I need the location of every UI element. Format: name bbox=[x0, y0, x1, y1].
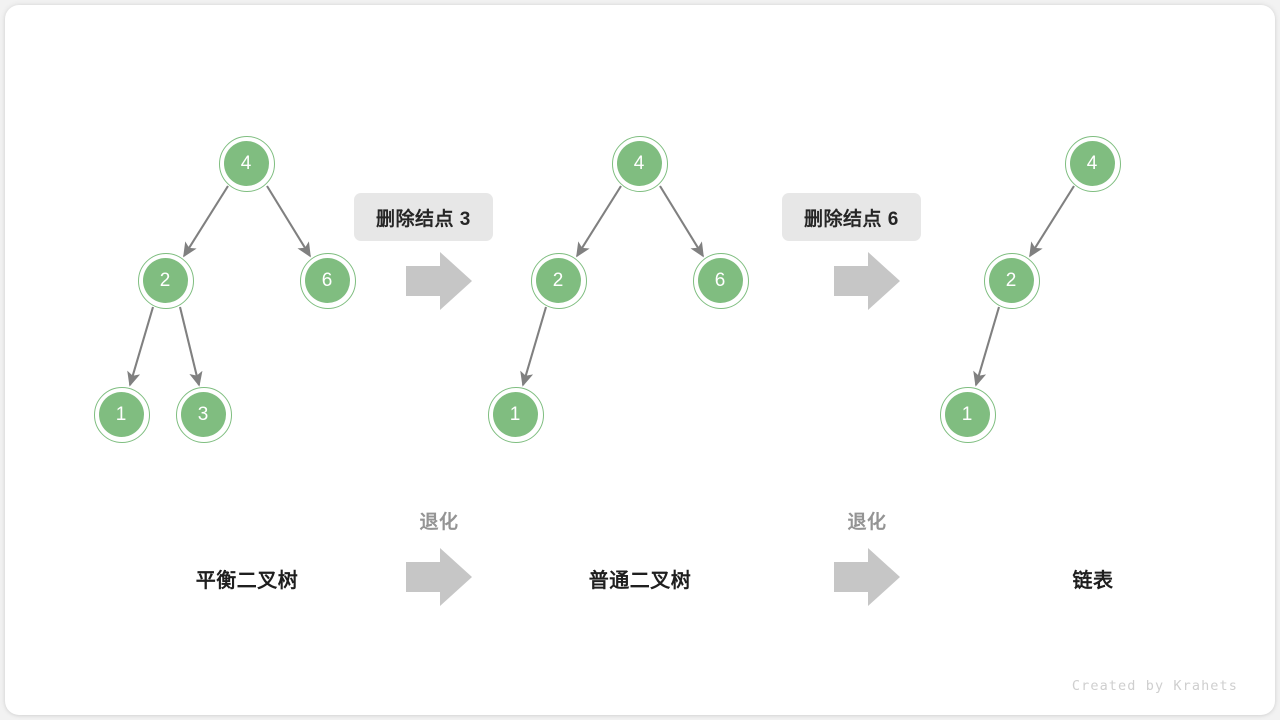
tree-node[interactable]: 6 bbox=[693, 253, 749, 309]
caption-ordinary-tree: 普通二叉树 bbox=[588, 570, 692, 592]
transition-label-2: 退化 bbox=[847, 512, 887, 533]
figure-card bbox=[5, 5, 1275, 715]
tree-node[interactable]: 3 bbox=[176, 387, 232, 443]
tree-node-value: 4 bbox=[223, 140, 269, 186]
tree-node-value: 4 bbox=[616, 140, 662, 186]
tree-node[interactable]: 1 bbox=[940, 387, 996, 443]
tree-node[interactable]: 1 bbox=[488, 387, 544, 443]
tree-node[interactable]: 2 bbox=[531, 253, 587, 309]
tree-node[interactable]: 2 bbox=[984, 253, 1040, 309]
tree-node-value: 1 bbox=[944, 391, 990, 437]
step-chip-delete-6: 删除结点 6 bbox=[782, 193, 921, 241]
tree-node-value: 1 bbox=[98, 391, 144, 437]
tree-node-value: 2 bbox=[535, 257, 581, 303]
tree-node[interactable]: 4 bbox=[219, 136, 275, 192]
tree-node[interactable]: 1 bbox=[94, 387, 150, 443]
caption-linked-list: 链表 bbox=[1072, 570, 1114, 592]
tree-node-value: 6 bbox=[304, 257, 350, 303]
watermark-credit: Created by Krahets bbox=[1071, 678, 1238, 694]
tree-node[interactable]: 6 bbox=[300, 253, 356, 309]
tree-node-value: 3 bbox=[180, 391, 226, 437]
tree-node-value: 1 bbox=[492, 391, 538, 437]
caption-balanced-tree: 平衡二叉树 bbox=[195, 570, 299, 592]
tree-node-value: 4 bbox=[1069, 140, 1115, 186]
tree-node[interactable]: 4 bbox=[612, 136, 668, 192]
tree-node-value: 6 bbox=[697, 257, 743, 303]
tree-node-value: 2 bbox=[142, 257, 188, 303]
tree-node-value: 2 bbox=[988, 257, 1034, 303]
step-chip-delete-3: 删除结点 3 bbox=[354, 193, 493, 241]
tree-node[interactable]: 4 bbox=[1065, 136, 1121, 192]
transition-label-1: 退化 bbox=[419, 512, 459, 533]
tree-node[interactable]: 2 bbox=[138, 253, 194, 309]
